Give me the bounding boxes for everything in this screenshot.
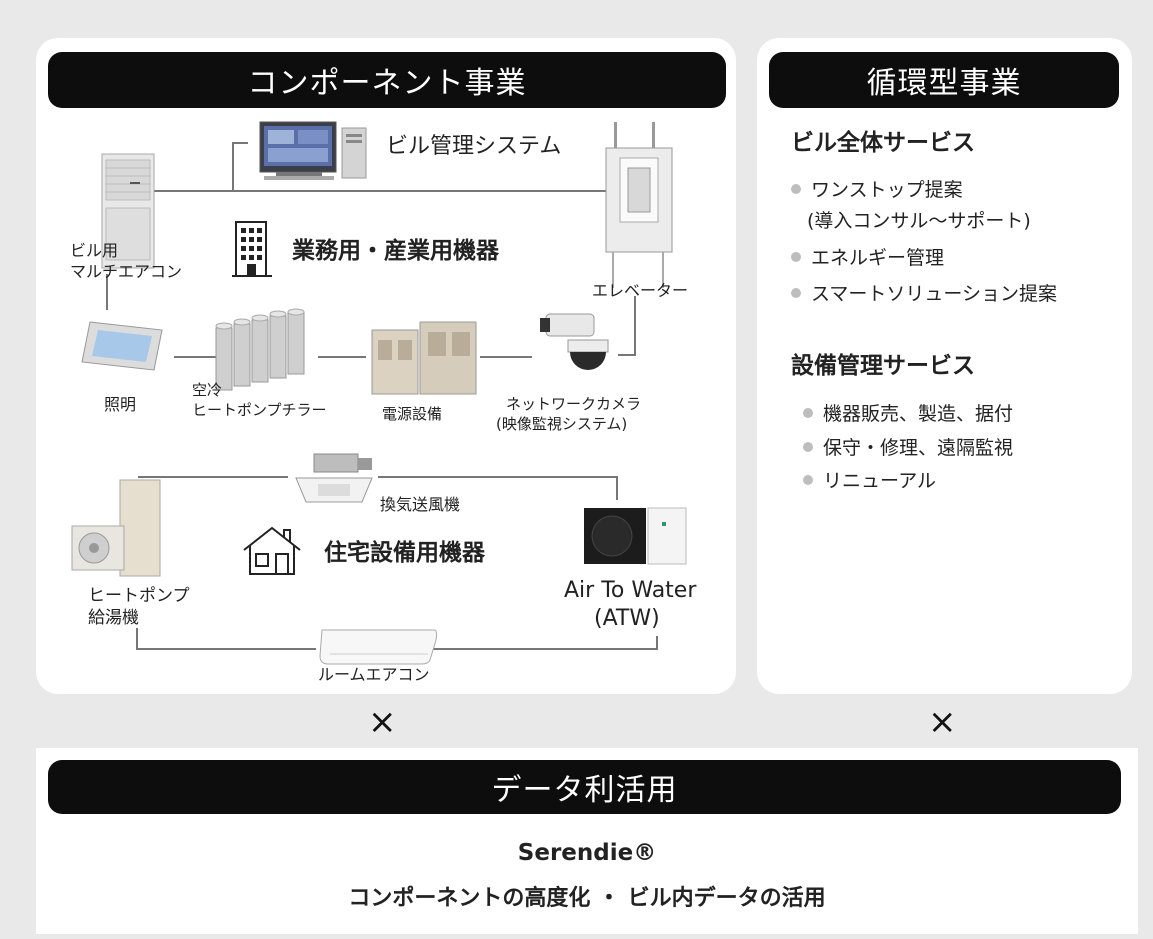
bullet-icon: [791, 288, 801, 298]
heat-pump-water-heater-icon: [71, 479, 161, 577]
lighting-icon: [81, 321, 163, 371]
chiller-label-1: 空冷: [192, 381, 223, 399]
atw-label-1: Air To Water: [564, 578, 697, 603]
connector-line: [318, 356, 366, 358]
times-sign-left: ×: [368, 702, 397, 742]
list-item-text: ワンストップ提案: [811, 179, 963, 201]
circular-business-panel: 循環型事業 ビル全体サービス ワンストップ提案 (導入コンサル～サポート) エネ…: [757, 38, 1132, 694]
connector-line: [428, 648, 658, 650]
lighting-label: 照明: [104, 395, 137, 414]
building-aircon-label-2: マルチエアコン: [70, 262, 183, 281]
connector-line: [142, 190, 614, 192]
connector-line: [656, 636, 658, 650]
camera-label-2: (映像監視システム): [496, 415, 628, 433]
room-aircon-label: ルームエアコン: [318, 665, 430, 684]
connector-line: [480, 356, 532, 358]
facility-services-heading: 設備管理サービス: [791, 353, 975, 379]
bms-computer-icon: [259, 121, 367, 180]
times-sign-right: ×: [928, 702, 957, 742]
component-business-panel: コンポーネント事業 ビル管理システム ビル用 マルチエア: [36, 38, 736, 694]
list-item: 保守・修理、遠隔監視: [803, 436, 1013, 460]
list-item-text: (導入コンサル～サポート): [807, 210, 1031, 232]
commercial-equipment-label: 業務用・産業用機器: [292, 238, 499, 264]
building-services-heading: ビル全体サービス: [791, 130, 975, 156]
elevator-label: エレベーター: [592, 281, 689, 300]
bullet-icon: [791, 184, 801, 194]
list-item: ワンストップ提案: [791, 178, 963, 202]
ventilation-fan-label: 換気送風機: [380, 495, 461, 514]
ventilation-fan-icon: [295, 453, 373, 503]
bms-label: ビル管理システム: [386, 134, 562, 159]
list-item: (導入コンサル～サポート): [807, 209, 1031, 233]
chiller-icon: [215, 308, 305, 391]
data-utilization-header: データ利活用: [48, 760, 1121, 814]
circular-business-header: 循環型事業: [769, 52, 1119, 108]
connector-line: [106, 274, 108, 310]
connector-line: [616, 476, 618, 500]
air-to-water-icon: [584, 507, 687, 565]
list-item-text: 保守・修理、遠隔監視: [823, 437, 1014, 459]
power-equipment-icon: [371, 321, 477, 395]
list-item-text: エネルギー管理: [811, 247, 945, 269]
residential-equipment-label: 住宅設備用機器: [324, 540, 485, 566]
house-icon: [243, 526, 301, 575]
list-item-text: リニューアル: [823, 470, 937, 492]
serendie-brand: Serendie®: [517, 840, 657, 866]
connector-line: [618, 354, 636, 356]
list-item-text: スマートソリューション提案: [811, 283, 1058, 305]
data-utilization-panel: データ利活用 Serendie® コンポーネントの高度化 ・ ビル内データの活用: [36, 748, 1138, 934]
list-item: 機器販売、製造、据付: [803, 402, 1013, 426]
bullet-icon: [803, 408, 813, 418]
list-item: エネルギー管理: [791, 246, 944, 270]
connector-line: [634, 296, 636, 356]
camera-label-1: ネットワークカメラ: [506, 395, 642, 413]
bullet-icon: [791, 252, 801, 262]
building-aircon-label-1: ビル用: [70, 241, 119, 260]
elevator-icon: [605, 122, 673, 288]
chiller-label-2: ヒートポンプチラー: [192, 401, 327, 419]
building-aircon-icon: [101, 153, 155, 269]
bullet-icon: [803, 475, 813, 485]
list-item: リニューアル: [803, 469, 936, 493]
list-item-text: 機器販売、製造、据付: [823, 403, 1014, 425]
connector-line: [136, 648, 316, 650]
component-business-header: コンポーネント事業: [48, 52, 726, 108]
bullet-icon: [803, 442, 813, 452]
connector-line: [136, 628, 138, 650]
heat-pump-label-1: ヒートポンプ: [88, 586, 190, 606]
connector-line: [232, 142, 248, 144]
office-building-icon: [232, 221, 272, 277]
room-aircon-icon: [319, 629, 438, 665]
connector-line: [174, 356, 216, 358]
atw-label-2: (ATW): [594, 606, 660, 631]
connector-line: [232, 142, 234, 192]
list-item: スマートソリューション提案: [791, 282, 1057, 306]
connector-line: [138, 476, 288, 478]
power-equipment-label: 電源設備: [382, 405, 443, 423]
connector-line: [378, 476, 618, 478]
heat-pump-label-2: 給湯機: [88, 608, 139, 628]
data-utilization-caption: コンポーネントの高度化 ・ ビル内データの活用: [348, 886, 826, 911]
network-camera-icon: [540, 313, 609, 370]
